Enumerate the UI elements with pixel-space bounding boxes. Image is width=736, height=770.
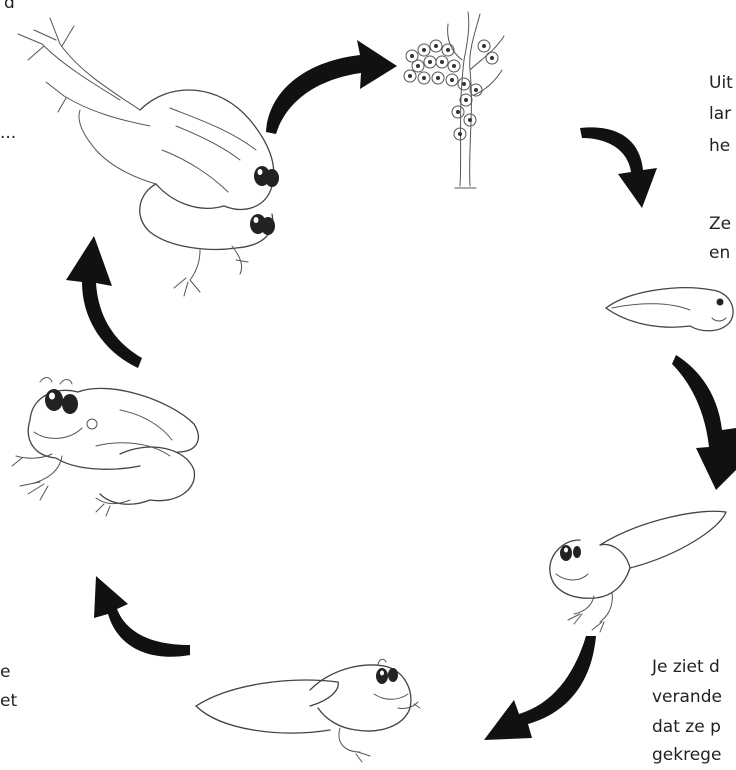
tadpole-legs-icon: [550, 511, 726, 632]
frog-icon: [12, 378, 198, 517]
cycle-arrow-6: [66, 236, 142, 368]
cycle-arrow-2: [580, 127, 657, 208]
mating-frogs-icon: [18, 18, 279, 296]
cycle-arrow-1: [266, 40, 397, 134]
cycle-arrow-3: [672, 355, 736, 490]
tadpole-icon: [606, 288, 733, 331]
froglet-icon: [196, 659, 420, 762]
frog-spawn-icon: [404, 12, 504, 188]
cycle-arrow-4: [484, 636, 596, 740]
cycle-arrow-5: [94, 576, 190, 657]
